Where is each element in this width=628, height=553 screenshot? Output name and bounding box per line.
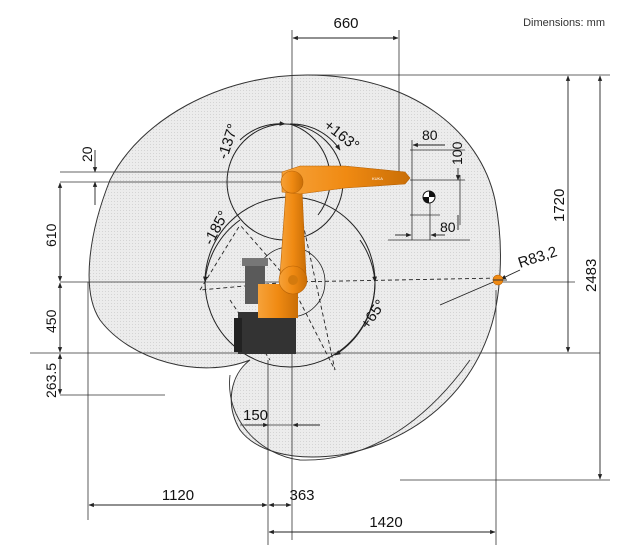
dim-80-top: 80 [422,127,438,143]
dim-363: 363 [289,487,314,504]
robot-upper-arm: KUKA [280,165,411,195]
dim-100: 100 [449,141,465,165]
dim-1420: 1420 [369,514,402,531]
dim-1720: 1720 [551,189,568,222]
angle-arcs [203,121,377,356]
robot-lower-arm [278,189,308,295]
robot-reach-flange [492,274,507,286]
dim-1120: 1120 [162,487,194,504]
dim-263-5: 263.5 [43,363,59,398]
dim-450: 450 [43,309,59,333]
robot-base [234,258,298,354]
dim-660: 660 [333,15,358,32]
dimension-lines [57,35,603,535]
dimensions-note: Dimensions: mm [523,17,605,29]
dim-150: 150 [243,407,268,424]
dim-2483: 2483 [583,259,600,292]
dim-610: 610 [43,223,59,247]
robot-brand-label: KUKA [372,176,383,181]
dim-radius: R83,2 [516,243,559,272]
dim-80-bottom: 80 [440,219,456,235]
dim-20: 20 [79,146,95,162]
tcp-marker-icon [422,190,436,204]
workspace-inner-lobe [229,359,471,461]
